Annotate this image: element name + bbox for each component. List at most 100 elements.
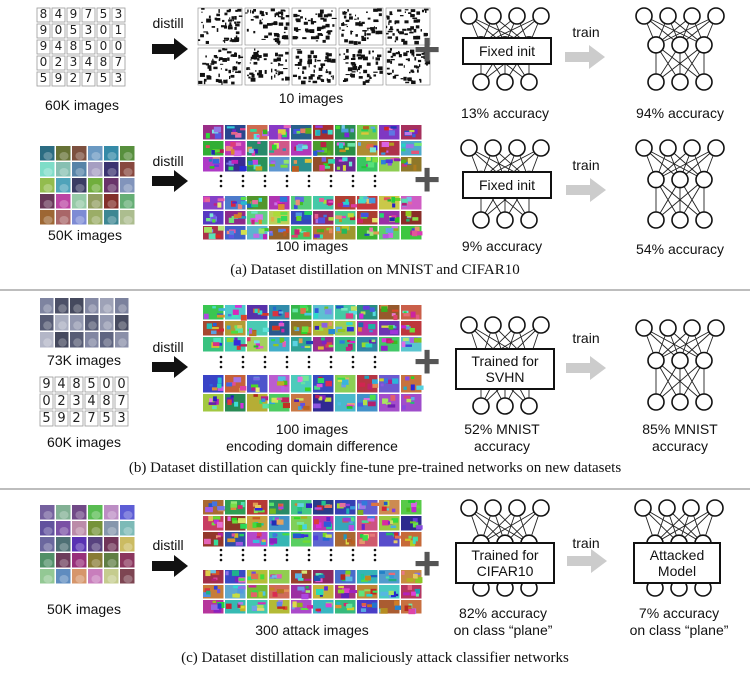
noise-speck xyxy=(253,340,260,344)
train-arrow xyxy=(565,45,605,69)
noise-speck xyxy=(206,75,211,78)
noise-speck xyxy=(339,502,346,508)
noise-speck xyxy=(268,32,272,36)
noise-speck xyxy=(212,600,217,604)
network-node xyxy=(707,139,725,157)
mnist-cell xyxy=(99,393,114,410)
noise-speck xyxy=(327,79,331,83)
noise-speck xyxy=(292,308,298,313)
noise-speck xyxy=(223,37,229,40)
noise-speck xyxy=(278,311,284,314)
noise-speck xyxy=(232,70,234,73)
noise-speck xyxy=(408,608,416,615)
noise-speck xyxy=(203,538,211,545)
noise-speck xyxy=(409,337,418,343)
noise-speck xyxy=(224,48,228,51)
noise-speck xyxy=(228,19,233,22)
mnist-digit: 8 xyxy=(100,55,108,69)
noise-speck xyxy=(258,591,263,598)
noise-speck xyxy=(261,398,266,402)
photo-subject xyxy=(91,575,101,583)
noise-speck xyxy=(261,38,266,40)
mnist-cell xyxy=(54,410,69,427)
noise-speck xyxy=(299,58,303,63)
photo-subject xyxy=(59,559,69,567)
noise-speck xyxy=(325,342,332,348)
noise-speck xyxy=(316,130,321,136)
ellipsis-dot xyxy=(373,174,377,178)
noise-speck xyxy=(239,385,247,391)
photo-subject xyxy=(107,543,117,551)
noise-speck xyxy=(386,379,393,384)
noise-speck xyxy=(301,593,309,600)
noise-speck xyxy=(282,148,286,151)
distilled-tile xyxy=(385,7,431,46)
noise-speck xyxy=(227,313,233,317)
noise-speck xyxy=(404,605,412,612)
noise-speck xyxy=(399,31,404,35)
noise-speck xyxy=(300,375,309,381)
mnist-cell xyxy=(36,71,51,87)
noise-speck xyxy=(233,585,241,589)
noise-speck xyxy=(213,585,218,590)
noise-speck xyxy=(217,603,222,609)
noise-speck xyxy=(198,80,203,84)
noise-speck xyxy=(359,503,366,509)
noise-speck xyxy=(327,150,331,156)
mnist-cell xyxy=(81,55,96,71)
noise-speck xyxy=(365,79,370,83)
noise-speck xyxy=(317,59,321,62)
noise-speck xyxy=(257,72,261,76)
noise-speck xyxy=(355,14,357,17)
photo-subject xyxy=(73,338,82,347)
noise-speck xyxy=(273,32,278,35)
noise-speck xyxy=(357,17,359,20)
network-node xyxy=(508,316,526,334)
network-node xyxy=(647,170,665,189)
caption-b: (b) Dataset distillation can quickly fin… xyxy=(128,460,622,476)
noise-speck xyxy=(346,508,350,514)
noise-speck xyxy=(229,17,231,20)
noise-speck xyxy=(332,75,334,79)
image-tile xyxy=(88,162,103,177)
photo-subject xyxy=(103,321,112,330)
noise-speck xyxy=(404,9,409,11)
image-tile xyxy=(40,332,54,348)
noise-speck xyxy=(358,590,365,597)
noise-speck xyxy=(296,130,300,134)
noise-speck xyxy=(386,15,390,20)
noise-speck xyxy=(251,10,255,14)
noise-speck xyxy=(226,337,234,343)
image-tile xyxy=(40,315,54,331)
noise-speck xyxy=(409,71,411,74)
ellipsis-dot xyxy=(329,548,333,552)
noise-speck xyxy=(252,516,261,520)
network-node xyxy=(647,351,665,370)
noise-speck xyxy=(336,305,344,309)
noise-speck xyxy=(255,15,259,19)
noise-speck xyxy=(271,161,276,166)
noise-speck xyxy=(231,159,239,164)
photo-subject xyxy=(91,511,101,519)
noise-speck xyxy=(316,150,325,153)
noise-speck xyxy=(203,592,211,598)
noise-speck xyxy=(207,65,212,69)
noise-speck xyxy=(296,145,303,152)
noise-speck xyxy=(425,9,427,13)
ellipsis-dot xyxy=(263,179,267,183)
noise-speck xyxy=(257,58,260,61)
noise-speck xyxy=(260,574,265,580)
noise-speck xyxy=(208,67,212,71)
image-tile xyxy=(104,178,119,193)
noise-speck xyxy=(213,539,219,546)
noise-speck xyxy=(337,203,344,207)
photo-subject xyxy=(75,168,85,176)
noise-speck xyxy=(294,399,300,402)
noise-speck xyxy=(350,62,356,65)
network-node xyxy=(472,73,490,91)
noise-speck xyxy=(357,509,364,515)
noise-speck xyxy=(361,342,370,348)
noise-speck xyxy=(370,126,376,129)
network-edge xyxy=(480,507,542,544)
ellipsis-dot xyxy=(307,355,311,359)
